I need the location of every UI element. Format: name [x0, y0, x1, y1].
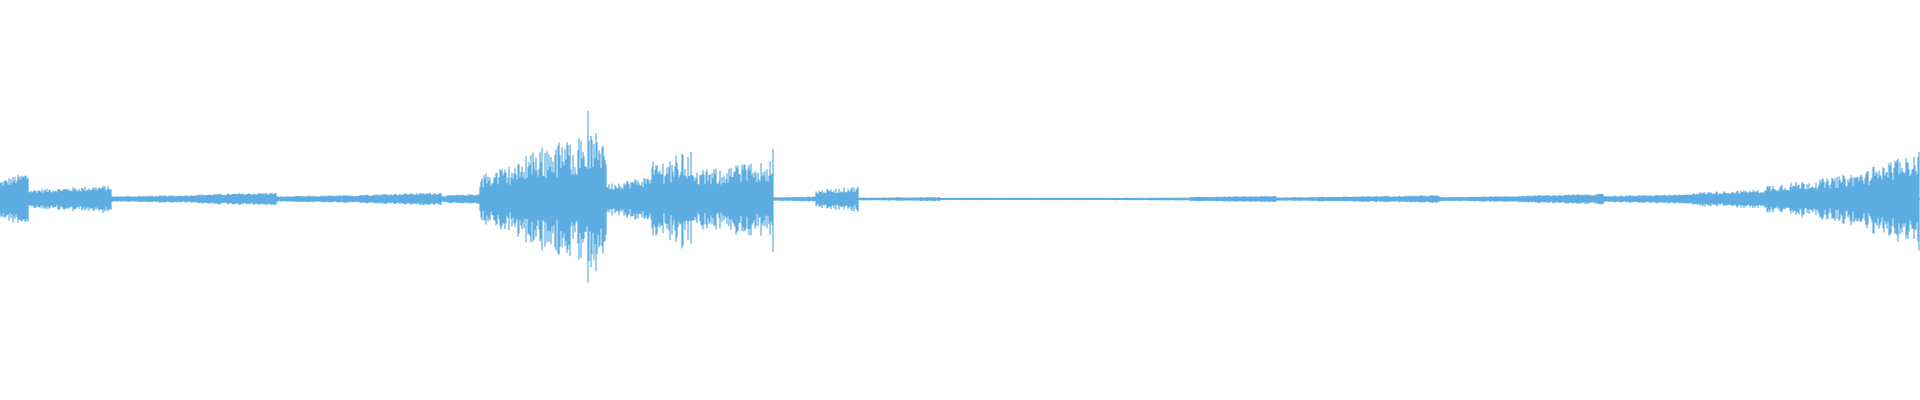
waveform-bars [0, 110, 1920, 283]
waveform-path [0, 110, 1920, 283]
